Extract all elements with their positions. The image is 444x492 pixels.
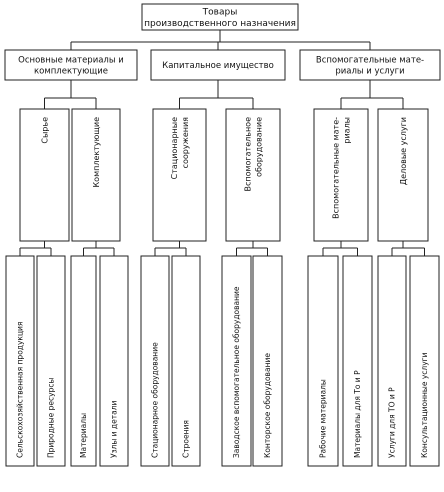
node-subgroup-1-1-box (225, 108, 281, 242)
node-root-box (141, 3, 299, 31)
node-item-1-0-0-label: Стационарное оборудование (151, 342, 160, 458)
node-subgroup-2-0-box (313, 108, 369, 242)
nodes: Товары производственного назначенияОсновн… (4, 3, 441, 467)
node-category-2: Вспомогательные мате-риалы и услуги (299, 49, 441, 81)
node-category-1: Капитальное имущество (150, 49, 286, 81)
node-subgroup-1-1-label: Вспомогательное (243, 117, 252, 192)
node-item-2-0-1-box (342, 255, 373, 467)
node-item-1-1-0: Заводское вспомогательное оборудование (221, 255, 252, 467)
node-subgroup-2-0-label: риалы (342, 117, 351, 144)
node-subgroup-0-1-box (71, 108, 121, 242)
node-item-2-0-1: Материалы для То и Р (342, 255, 373, 467)
node-item-1-0-0-box (140, 255, 170, 467)
node-item-2-1-0-label: Услуги для ТО и Р (388, 387, 397, 458)
node-category-1-label: Капитальное имущество (162, 61, 274, 71)
node-root-label: производственного назначения (144, 19, 296, 29)
node-item-2-0-0-box (307, 255, 339, 467)
node-item-0-1-0: Материалы (70, 255, 97, 467)
node-item-2-1-1-label: Консультационные услуги (420, 352, 429, 458)
node-category-2-label: риалы и услуги (335, 66, 404, 76)
node-item-0-0-0-box (5, 255, 35, 467)
node-item-2-1-1-box (409, 255, 440, 467)
node-subgroup-1-0-box (152, 108, 207, 242)
node-root: Товары производственного назначения (141, 3, 299, 31)
node-subgroup-0-1: Комплектующие (71, 108, 121, 242)
connectors (19, 30, 425, 256)
node-category-2-box (299, 49, 441, 81)
node-item-1-1-1: Конторское оборудование (252, 255, 283, 467)
node-item-2-0-1-label: Материалы для То и Р (353, 370, 362, 458)
node-subgroup-1-1-label: оборудование (254, 117, 263, 177)
node-category-0-label: Основные материалы и (18, 55, 124, 65)
node-item-2-1-1: Консультационные услуги (409, 255, 440, 467)
node-item-0-0-1-label: Природные ресурсы (47, 378, 56, 458)
node-subgroup-0-0-label: Сырье (40, 117, 49, 144)
node-category-0-box (4, 49, 138, 81)
node-item-0-1-1-label: Узлы и детали (110, 401, 119, 458)
node-subgroup-2-1-label: Деловые услуги (399, 117, 408, 185)
node-item-0-1-1-box (99, 255, 129, 467)
node-subgroup-2-1: Деловые услуги (377, 108, 429, 242)
node-subgroup-0-0: Сырье (19, 108, 70, 242)
node-subgroup-0-1-label: Комплектующие (92, 117, 101, 188)
node-item-2-1-0-box (377, 255, 407, 467)
node-item-0-0-0-label: Сельскохозяйственная продукция (16, 322, 25, 458)
node-item-0-0-0: Сельскохозяйственная продукция (5, 255, 35, 467)
node-category-2-label: Вспомогательные мате- (316, 55, 424, 65)
node-item-1-0-1-label: Строения (182, 420, 191, 458)
node-item-0-1-0-box (70, 255, 97, 467)
node-item-2-1-0: Услуги для ТО и Р (377, 255, 407, 467)
node-subgroup-2-0: Вспомогательные мате-риалы (313, 108, 369, 242)
node-item-2-0-0-label: Рабочие материалы (319, 379, 328, 458)
node-item-2-0-0: Рабочие материалы (307, 255, 339, 467)
node-item-0-1-0-label: Материалы (79, 413, 88, 458)
node-subgroup-1-0-label: Стационарные (170, 117, 179, 179)
node-subgroup-2-0-label: Вспомогательные мате- (331, 117, 340, 219)
node-item-1-1-0-box (221, 255, 252, 467)
node-item-0-0-1: Природные ресурсы (36, 255, 66, 467)
node-item-0-0-1-box (36, 255, 66, 467)
node-subgroup-0-0-box (19, 108, 70, 242)
node-subgroup-1-0-label: сооружения (181, 117, 190, 169)
node-item-1-0-1-box (171, 255, 201, 467)
node-category-1-box (150, 49, 286, 81)
node-item-1-1-1-box (252, 255, 283, 467)
node-item-1-0-1: Строения (171, 255, 201, 467)
node-item-1-1-1-label: Конторское оборудование (263, 353, 272, 458)
node-item-1-0-0: Стационарное оборудование (140, 255, 170, 467)
node-category-0-label: комплектующие (34, 66, 108, 76)
node-item-1-1-0-label: Заводское вспомогательное оборудование (232, 286, 241, 458)
node-subgroup-2-1-box (377, 108, 429, 242)
node-root-label: Товары (202, 7, 238, 17)
node-item-0-1-1: Узлы и детали (99, 255, 129, 467)
